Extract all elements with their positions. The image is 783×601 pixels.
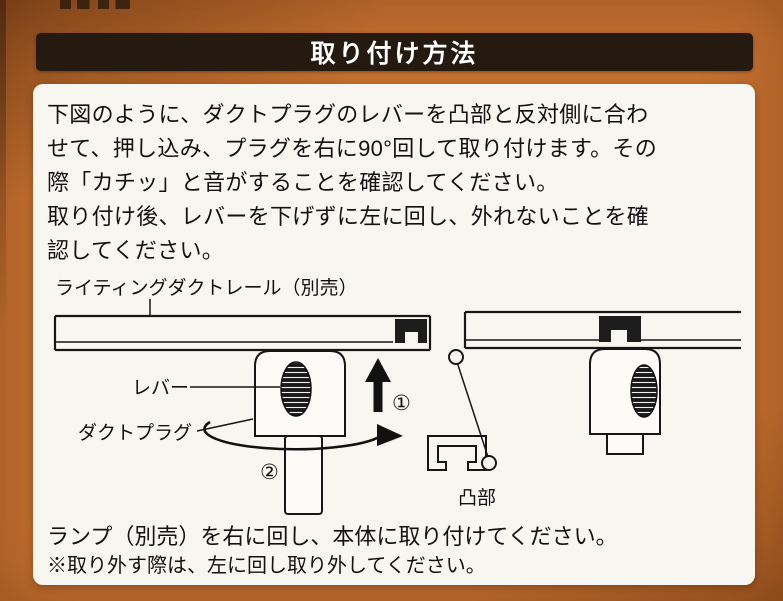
duct-plug-left-stem <box>284 435 323 515</box>
step1-label: ① <box>392 392 411 415</box>
instruction-line: 下図のように、ダクトプラグのレバーを凸部と反対側に合わ <box>47 102 649 127</box>
convex-label: 凸部 <box>458 487 496 509</box>
section-title: 取り付け方法 <box>310 40 479 68</box>
instruction-text: 下図のように、ダクトプラグのレバーを凸部と反対側に合わ せて、押し込み、プラグを… <box>47 98 741 268</box>
duct-plug-label: ダクトプラグ <box>78 422 192 444</box>
lever-right <box>630 364 658 418</box>
lamp-instruction: ランプ（別売）を右に回し、本体に取り付けてください。 <box>47 524 618 549</box>
duct-plug-pointer-line <box>196 418 254 432</box>
instruction-line: せて、押し込み、プラグを右に90°回して取り付けます。その <box>47 136 658 161</box>
section-header: 取り付け方法 <box>36 33 753 71</box>
instruction-line: 取り付け後、レバーを下げずに左に回し、外れないことを確 <box>47 204 650 229</box>
push-up-arrow <box>365 358 391 412</box>
rotate-arrow-head <box>377 424 403 446</box>
convex-connector-line <box>456 361 489 458</box>
right-rail-channel-slot <box>611 330 627 342</box>
left-rail-channel-slot <box>405 332 418 343</box>
convex-marker-bottom <box>481 455 497 471</box>
removal-note: ※取り外す際は、左に回し取り外してください。 <box>47 555 486 577</box>
rail-cross-section <box>427 435 487 471</box>
left-rail <box>53 314 432 352</box>
lever-left <box>280 361 312 417</box>
right-rail <box>463 310 741 350</box>
convex-marker-top <box>448 349 464 365</box>
installation-diagram: ライティングダクトレール（別売） レバー ダクトプラグ <box>53 277 741 515</box>
cropped-top-text-fragment <box>60 0 130 9</box>
instruction-line: 際「カチッ」と音がすることを確認してください。 <box>47 170 559 195</box>
rail-label: ライティングダクトレール（別売） <box>55 277 357 299</box>
step2-label: ② <box>260 461 279 484</box>
content-panel: 下図のように、ダクトプラグのレバーを凸部と反対側に合わ せて、押し込み、プラグを… <box>33 84 755 585</box>
instruction-line: 認してください。 <box>47 238 225 263</box>
duct-plug-right-stem <box>606 433 644 455</box>
lamp-note: ランプ（別売）を右に回し、本体に取り付けてください。 ※取り外す際は、左に回し取… <box>47 522 741 580</box>
lever-label: レバー <box>132 378 189 399</box>
rotate-arrow <box>203 420 382 451</box>
